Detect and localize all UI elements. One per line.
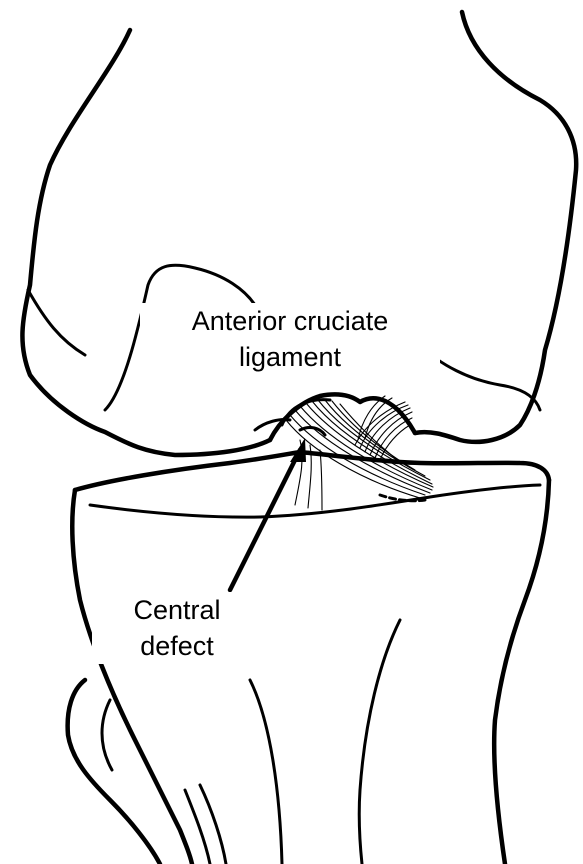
tibia-left-outline — [72, 490, 192, 864]
tibia-plateau-top — [75, 452, 549, 490]
acl-label-line2: ligament — [140, 339, 440, 375]
fibula-inner-line — [102, 700, 112, 770]
fibula-shaft-line-2 — [200, 785, 226, 864]
acl-label-line1: Anterior cruciate — [140, 303, 440, 339]
femur-right-outline — [415, 12, 576, 442]
defect-pointer-arrowhead — [290, 438, 306, 462]
tibia-right-outline — [494, 480, 549, 864]
defect-label-line1: Central — [92, 592, 262, 628]
defect-pointer-line — [230, 450, 300, 590]
acl-label: Anterior cruciate ligament — [140, 303, 440, 375]
fibula-outline — [68, 680, 160, 864]
femur-medial-inner-line — [28, 290, 85, 355]
femur-left-outline — [22, 30, 270, 455]
defect-label-line2: defect — [92, 628, 262, 664]
tibia-inner-contour-center — [250, 680, 282, 864]
tibia-inner-contour-right — [359, 620, 400, 864]
tibia-plateau-rim — [90, 485, 540, 517]
defect-label: Central defect — [92, 592, 262, 664]
